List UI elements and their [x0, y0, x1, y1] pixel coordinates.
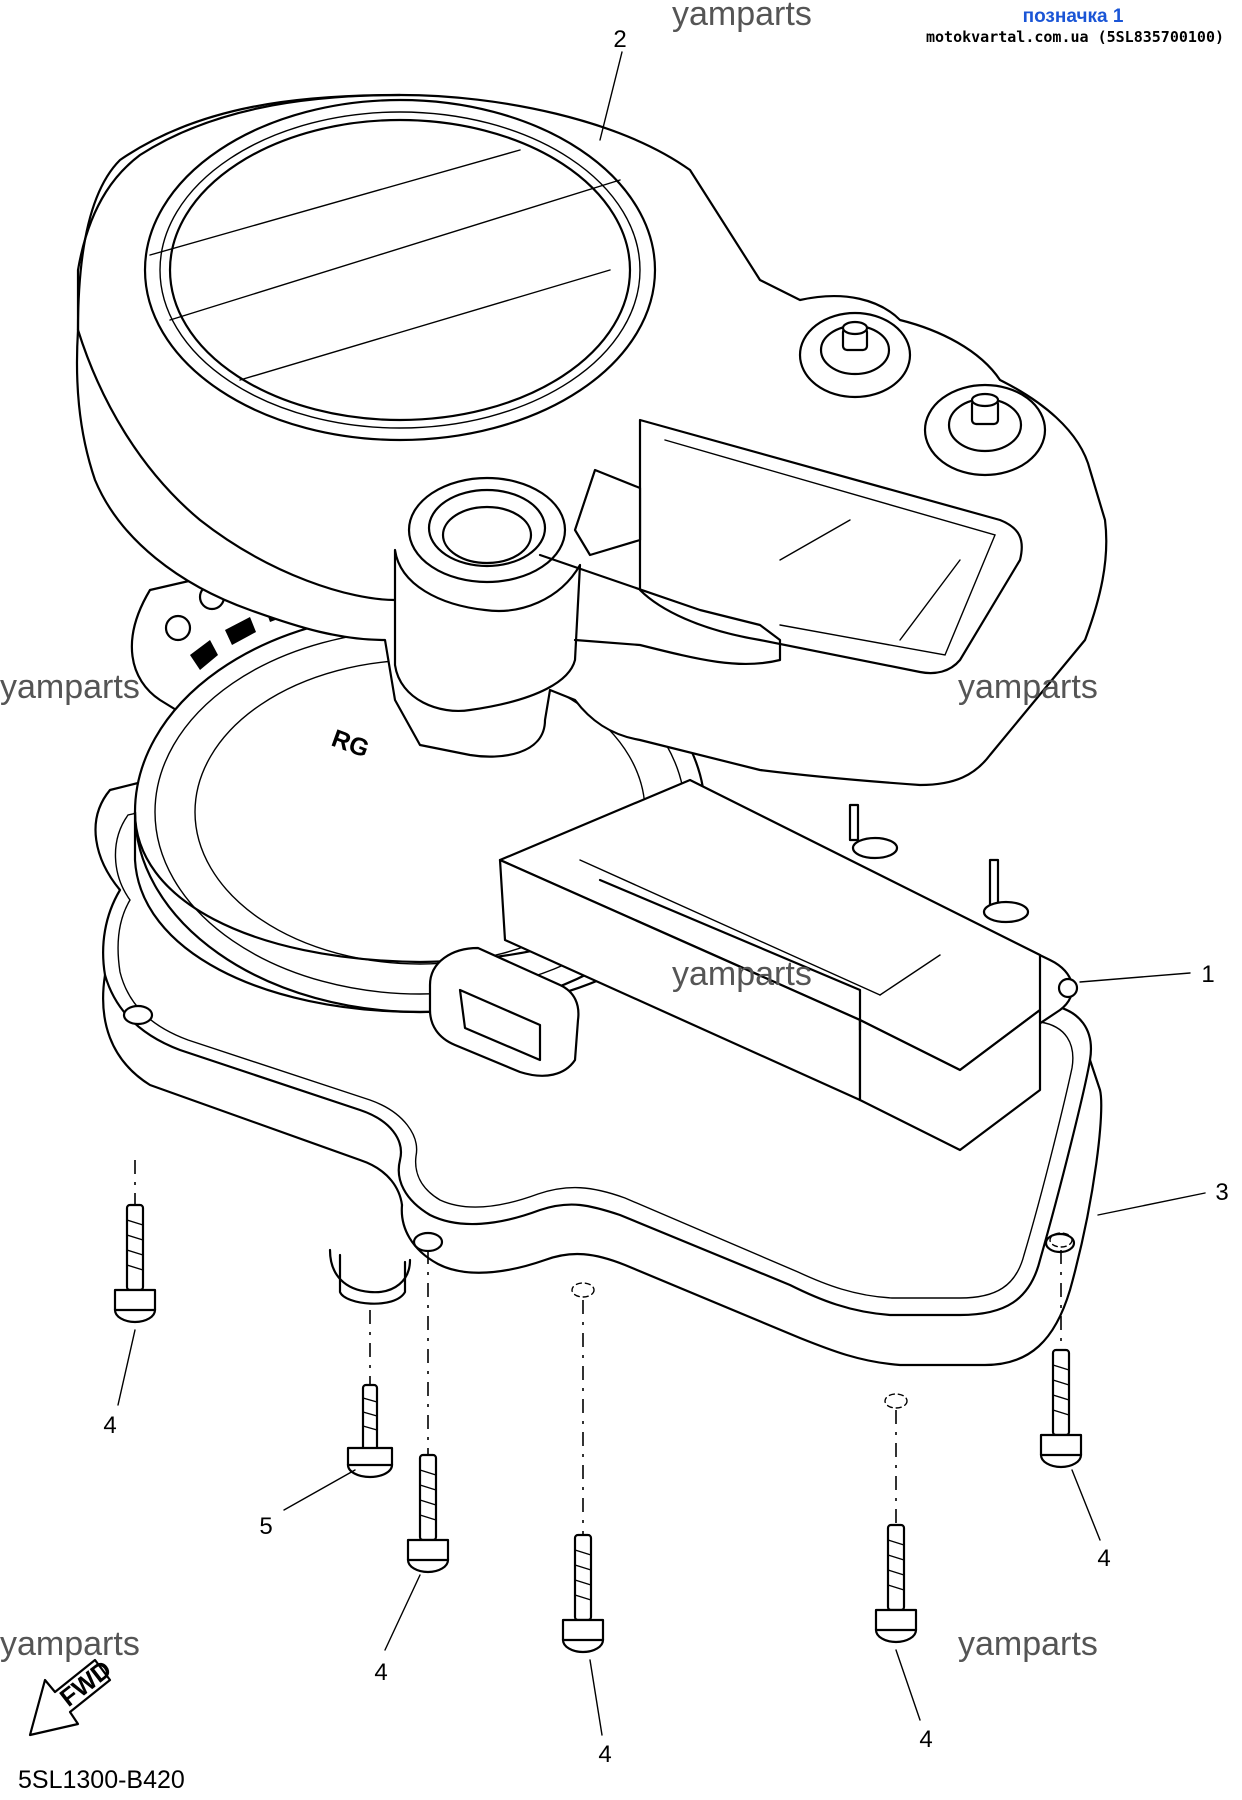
callout-4-mid-right: 4 — [919, 1726, 932, 1753]
screw-part-4-left — [113, 1160, 157, 1324]
marker-label: позначка 1 — [1023, 6, 1124, 27]
screw-part-4-right — [1039, 1250, 1083, 1469]
watermark-bottom-right: yamparts — [958, 1625, 1098, 1663]
screw-part-4-mid-right — [874, 1410, 918, 1644]
fwd-label: FWD — [55, 1655, 117, 1712]
callout-4-mid: 4 — [598, 1741, 611, 1768]
callout-2: 2 — [613, 26, 626, 53]
callout-4-right: 4 — [1097, 1545, 1110, 1572]
diagram-code: 5SL1300-B420 — [18, 1766, 185, 1794]
watermark-top: yamparts — [672, 0, 812, 33]
screw-part-4-mid — [561, 1300, 605, 1654]
fwd-arrow-icon: FWD — [28, 1655, 117, 1737]
callout-1: 1 — [1201, 961, 1214, 988]
callout-4-left: 4 — [103, 1412, 116, 1439]
source-line: motokvartal.com.ua (5SL835700100) — [926, 28, 1224, 46]
upper-cover-part-2 — [75, 93, 1108, 787]
screw-part-5 — [346, 1310, 394, 1479]
watermark-left: yamparts — [0, 668, 140, 706]
callout-leaders — [117, 51, 1206, 1736]
meter-assembly-part-1: RG — [130, 555, 1079, 1152]
watermark-bottom-left: yamparts — [0, 1625, 140, 1663]
watermark-right: yamparts — [958, 668, 1098, 706]
callout-3: 3 — [1215, 1179, 1228, 1206]
callout-5: 5 — [259, 1513, 272, 1540]
watermark-center: yamparts — [672, 955, 812, 993]
callout-4-mid-left: 4 — [374, 1659, 387, 1686]
screw-part-4-mid-left — [406, 1250, 450, 1574]
